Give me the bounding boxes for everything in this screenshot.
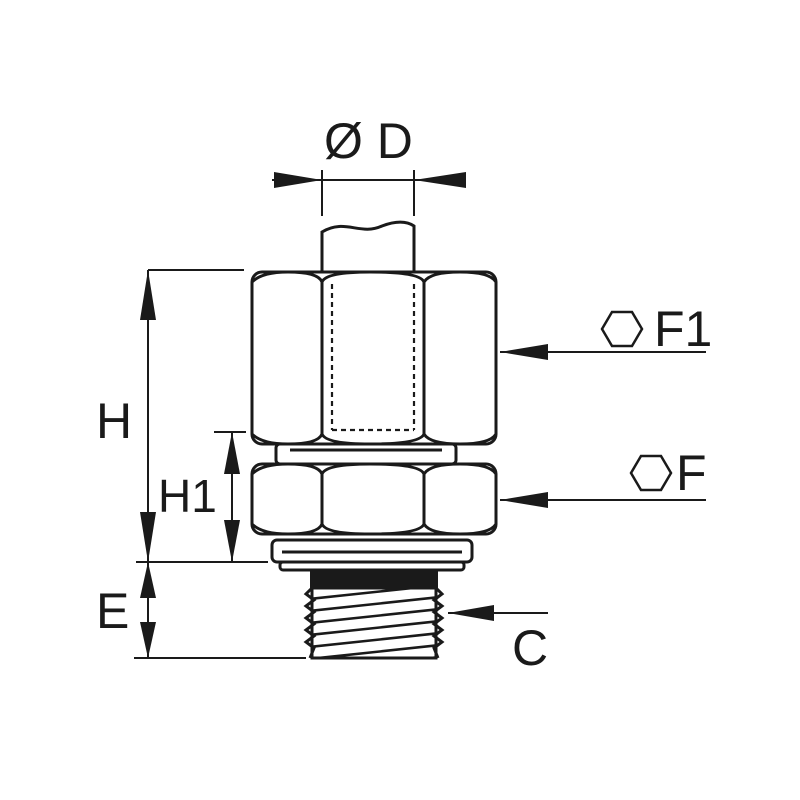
hex-lower-symbol-icon bbox=[629, 454, 673, 492]
leader-thread bbox=[448, 605, 548, 621]
upper-nut bbox=[250, 270, 498, 446]
dimension-height-1 bbox=[214, 431, 246, 562]
label-thread: C bbox=[512, 620, 548, 676]
hex-upper-symbol-icon bbox=[600, 310, 644, 348]
dimension-thread-length bbox=[134, 562, 306, 659]
lower-hex bbox=[250, 462, 498, 536]
dimension-diameter bbox=[272, 170, 466, 216]
seal-ring bbox=[310, 570, 438, 590]
tube-outline bbox=[320, 220, 416, 272]
flange bbox=[270, 538, 474, 572]
tube bbox=[320, 220, 416, 272]
label-diameter: Ø D bbox=[324, 113, 413, 169]
leader-hex-upper bbox=[500, 344, 706, 360]
lower-hex-body bbox=[250, 462, 498, 536]
thread bbox=[303, 586, 445, 660]
label-hex-lower: F bbox=[676, 445, 707, 501]
label-height-1: H1 bbox=[158, 470, 217, 522]
leader-hex-lower bbox=[500, 492, 706, 508]
label-height: H bbox=[96, 393, 132, 449]
label-thread-length: E bbox=[96, 583, 129, 639]
neck bbox=[274, 442, 458, 466]
upper-nut-body bbox=[250, 270, 498, 446]
dimension-height bbox=[136, 269, 268, 563]
label-hex-upper: F1 bbox=[654, 301, 712, 357]
hidden-bore bbox=[330, 284, 416, 432]
